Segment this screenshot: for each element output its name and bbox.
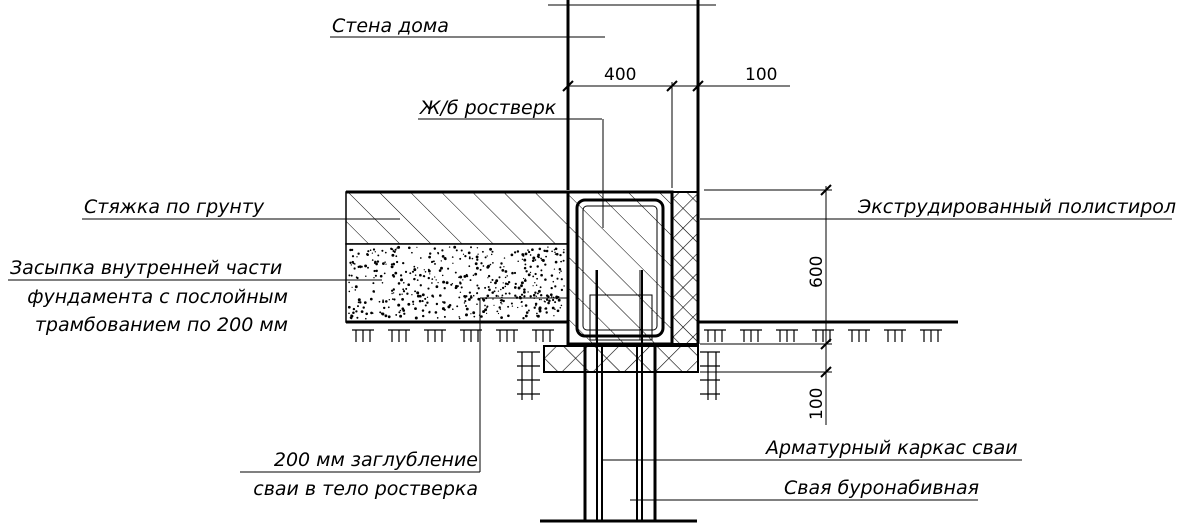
- xps-insulation: [671, 190, 700, 345]
- bored-pile: [540, 270, 697, 523]
- label-rc-grillage: Ж/б ростверк: [419, 97, 557, 119]
- label-backfill-line2: фундамента с послойным: [27, 286, 288, 308]
- label-floor-screed: Стяжка по грунту: [84, 196, 265, 218]
- dim-wall-width: 400: [604, 65, 636, 85]
- label-embed-line2: сваи в тело ростверка: [253, 478, 478, 500]
- label-bored-pile: Свая буронабивная: [784, 477, 979, 499]
- label-backfill-line3: трамбованием по 200 мм: [35, 314, 288, 336]
- label-embed-line1: 200 мм заглубление: [274, 449, 478, 471]
- rebar-cage: [575, 198, 665, 338]
- bottom-cushion: [543, 345, 699, 373]
- label-xps-insulation: Экструдированный полистирол: [857, 196, 1176, 218]
- backfill: [345, 243, 569, 323]
- label-backfill-line1: Засыпка внутренней части: [10, 257, 282, 279]
- ground-line: [346, 320, 958, 400]
- dim-insulation-width: 100: [745, 65, 777, 85]
- label-house-wall: Стена дома: [332, 15, 449, 37]
- labels: Стена дома Ж/б ростверк Стяжка по грунту…: [10, 15, 1176, 500]
- dim-grillage-height: 600: [807, 256, 827, 288]
- rc-grillage: [566, 190, 674, 346]
- leader-lines: [8, 36, 1172, 501]
- label-pile-cage: Арматурный каркас сваи: [764, 437, 1018, 459]
- dim-cushion-height: 100: [807, 388, 827, 420]
- floor-screed: [345, 190, 569, 245]
- dimension-lines: [562, 80, 832, 425]
- house-wall: [548, 0, 716, 190]
